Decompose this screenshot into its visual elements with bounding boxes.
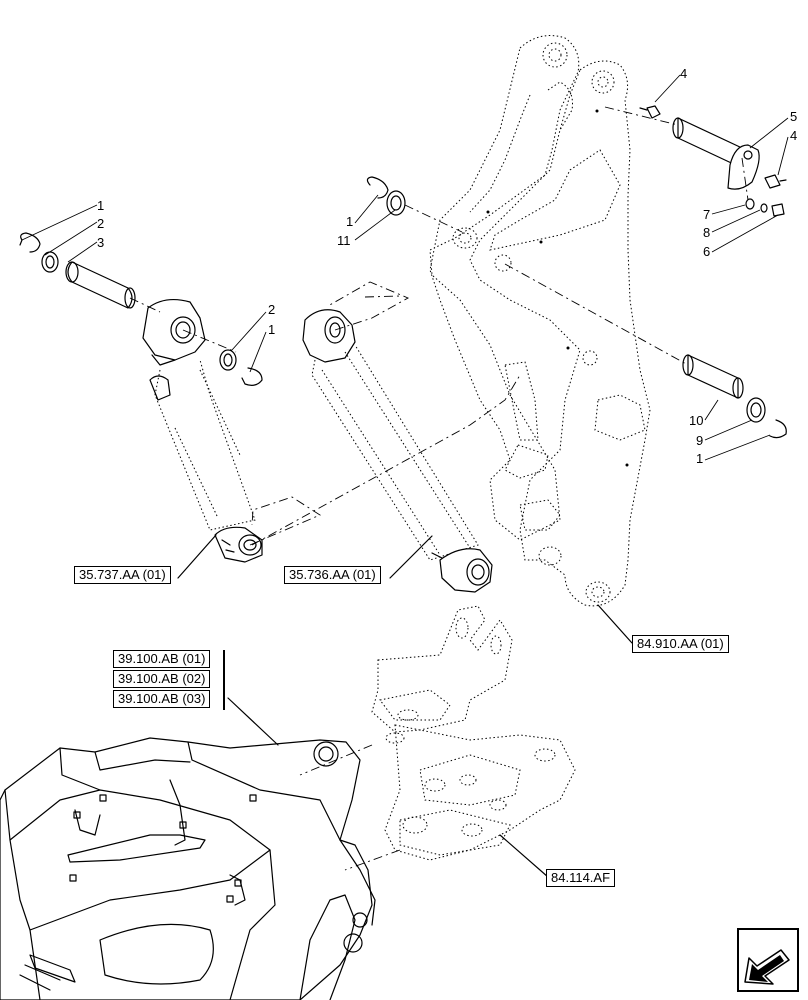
right-lift-cylinder-drawing (251, 281, 521, 593)
next-page-arrow-icon[interactable] (737, 928, 799, 992)
callout-10-lower-pin: 10 (689, 413, 703, 428)
boom-arm-drawing (429, 35, 651, 607)
callout-2-left-cyl-washer: 2 (268, 302, 275, 317)
callout-4-grease-fitting-top: 4 (680, 66, 687, 81)
callout-8-lock-washer: 8 (703, 225, 710, 240)
callout-11-upper-washer: 11 (337, 233, 351, 248)
callout-1-lower-ring: 1 (696, 451, 703, 466)
mounting-bracket-drawing (299, 605, 576, 871)
reference-boom-arm[interactable]: 84.910.AA (01) (632, 635, 729, 653)
reference-frame-01[interactable]: 39.100.AB (01) (113, 650, 211, 668)
upper-right-pin-group-drawing (604, 105, 787, 217)
frame-drawing (0, 737, 376, 1000)
reference-right-cylinder[interactable]: 35.736.AA (01) (284, 566, 381, 584)
reference-frame-03[interactable]: 39.100.AB (03) (113, 690, 211, 708)
left-pin-group-drawing (19, 232, 263, 386)
callout-1-upper-ring: 1 (346, 214, 353, 229)
callout-6-bolt: 6 (703, 244, 710, 259)
leader-lines (21, 74, 789, 878)
left-lift-cylinder-drawing (142, 298, 321, 563)
callout-3-left-pin: 3 (97, 235, 104, 250)
lower-right-pin-group-drawing (504, 263, 787, 439)
callout-1-left-cyl-ring: 1 (268, 322, 275, 337)
reference-bracket[interactable]: 84.114.AF (546, 869, 616, 887)
arrow-glyph (744, 949, 790, 985)
upper-pin-group-drawing (366, 176, 463, 233)
callout-5-pin-with-plate: 5 (790, 109, 797, 124)
callout-7-washer: 7 (703, 207, 710, 222)
reference-left-cylinder[interactable]: 35.737.AA (01) (74, 566, 171, 584)
callout-9-lower-washer: 9 (696, 433, 703, 448)
callout-numbers: 1 2 3 2 1 1 11 4 5 4 7 8 6 10 9 1 (97, 66, 797, 466)
callout-1-left-ring: 1 (97, 198, 104, 213)
callout-2-left-washer: 2 (97, 216, 104, 231)
frame-reference-group: 39.100.AB (01) 39.100.AB (02) 39.100.AB … (113, 650, 225, 710)
callout-4-grease-fitting-right: 4 (790, 128, 797, 143)
reference-frame-02[interactable]: 39.100.AB (02) (113, 670, 211, 688)
